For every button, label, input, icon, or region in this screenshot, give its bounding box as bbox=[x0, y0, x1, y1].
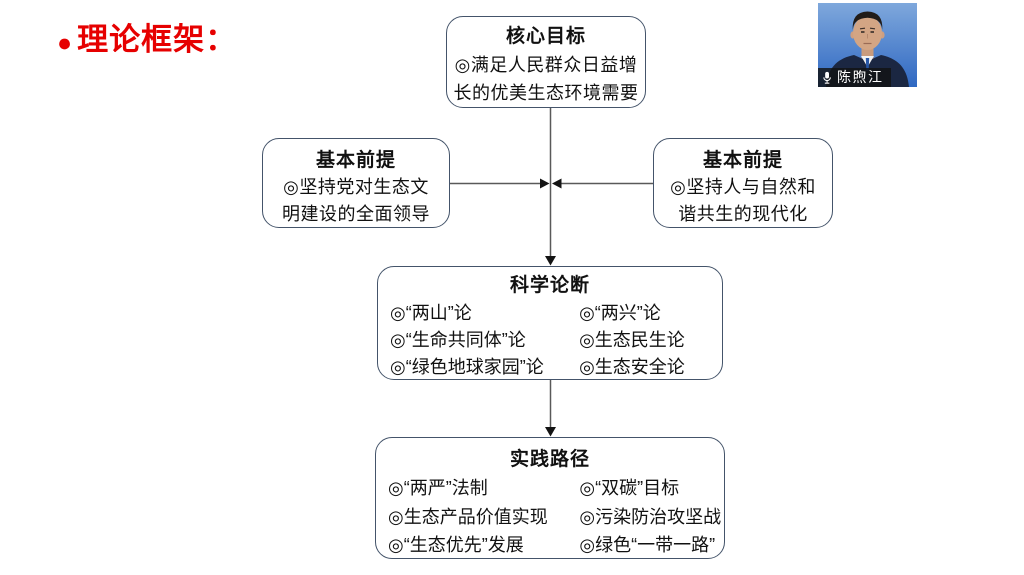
list-item: ◎绿色“一带一路” bbox=[579, 535, 716, 555]
list-item: ◎“两兴”论 bbox=[579, 303, 661, 323]
webcam-overlay: 陈煦江 bbox=[818, 3, 917, 87]
box-premise-left-title: 基本前提 bbox=[315, 150, 396, 171]
box-premise-left: 基本前提 ◎坚持党对生态文 明建设的全面领导 bbox=[262, 138, 450, 228]
box-practice-right-column: ◎“双碳”目标 ◎污染防治攻坚战 ◎绿色“一带一路” bbox=[579, 474, 722, 560]
page-title: ● 理论框架： bbox=[57, 22, 237, 58]
box-core-goal-line: ◎满足人民群众日益增 bbox=[454, 55, 638, 75]
box-premise-right-line: ◎坚持人与自然和 bbox=[670, 177, 816, 197]
box-science-left-column: ◎“两山”论 ◎“生命共同体”论 ◎“绿色地球家园”论 bbox=[390, 300, 579, 381]
list-item: ◎“两严”法制 bbox=[388, 478, 488, 498]
arrowhead-left bbox=[552, 178, 562, 189]
box-practice-title: 实践路径 bbox=[509, 449, 590, 470]
arrowhead-down-science bbox=[545, 256, 556, 266]
presenter-name: 陈煦江 bbox=[837, 69, 884, 85]
box-science-right-column: ◎“两兴”论 ◎生态民生论 ◎生态安全论 bbox=[579, 300, 716, 381]
list-item: ◎“两山”论 bbox=[390, 303, 472, 323]
box-practice: 实践路径 ◎“两严”法制 ◎生态产品价值实现 ◎“生态优先”发展 ◎“双碳”目标… bbox=[375, 437, 725, 559]
box-premise-right: 基本前提 ◎坚持人与自然和 谐共生的现代化 bbox=[653, 138, 833, 228]
list-item: ◎“绿色地球家园”论 bbox=[390, 357, 544, 377]
box-core-goal: 核心目标 ◎满足人民群众日益增 长的优美生态环境需要 bbox=[446, 16, 646, 108]
list-item: ◎污染防治攻坚战 bbox=[579, 506, 722, 527]
microphone-icon bbox=[822, 71, 832, 85]
box-core-goal-line: 长的优美生态环境需要 bbox=[453, 83, 639, 103]
box-premise-right-title: 基本前提 bbox=[702, 150, 783, 171]
box-premise-left-line: ◎坚持党对生态文 bbox=[283, 177, 429, 197]
webcam-namebar: 陈煦江 bbox=[818, 68, 891, 87]
box-practice-left-column: ◎“两严”法制 ◎生态产品价值实现 ◎“生态优先”发展 bbox=[388, 474, 579, 560]
box-premise-right-line: 谐共生的现代化 bbox=[678, 204, 808, 224]
box-science: 科学论断 ◎“两山”论 ◎“生命共同体”论 ◎“绿色地球家园”论 ◎“两兴”论 … bbox=[377, 266, 723, 380]
box-science-title: 科学论断 bbox=[509, 275, 590, 296]
box-premise-left-line: 明建设的全面领导 bbox=[282, 204, 430, 224]
list-item: ◎生态产品价值实现 bbox=[388, 506, 548, 527]
list-item: ◎生态民生论 bbox=[579, 330, 685, 350]
list-item: ◎“生态优先”发展 bbox=[388, 535, 524, 555]
list-item: ◎生态安全论 bbox=[579, 357, 685, 377]
arrowhead-right bbox=[540, 178, 550, 189]
arrowhead-down-practice bbox=[545, 427, 556, 437]
box-core-goal-title: 核心目标 bbox=[505, 26, 586, 47]
list-item: ◎“双碳”目标 bbox=[579, 478, 680, 498]
title-bullet-icon: ● bbox=[57, 28, 73, 57]
list-item: ◎“生命共同体”论 bbox=[390, 330, 526, 350]
page-title-text: 理论框架： bbox=[77, 22, 238, 57]
